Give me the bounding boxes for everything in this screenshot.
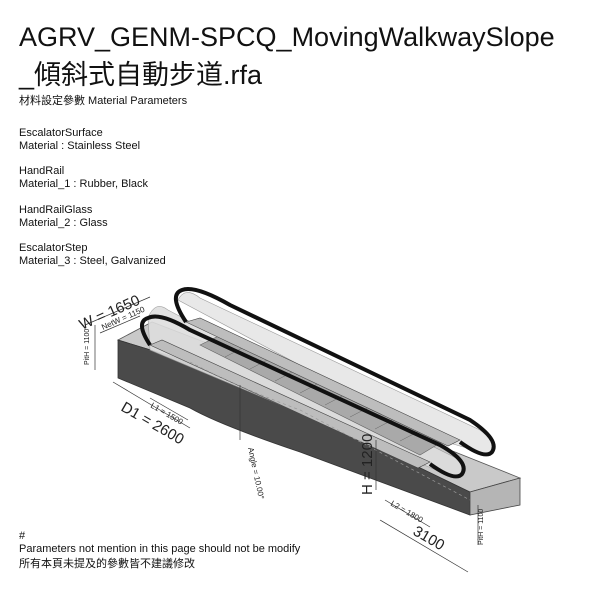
dim-height: H = 1200 (359, 434, 376, 495)
body-end-face (469, 477, 521, 516)
dim-d2: 3100 (410, 523, 447, 554)
param-material: Material : Stainless Steel (19, 140, 141, 152)
deck-strip-front (149, 339, 431, 469)
dim-pit-height-left: PitH = 1100 (84, 329, 91, 365)
subtitle: 材料設定參數 Material Parameters (19, 95, 188, 107)
dim-angle: Angle = 10.00° (246, 447, 266, 501)
footer-note-en: Parameters not mention in this page shou… (19, 543, 301, 555)
handrail-front (140, 314, 466, 479)
footer-note-zh: 所有本頁未提及的參數皆不建議修改 (19, 558, 195, 570)
param-material: Material_2 : Glass (19, 217, 108, 229)
param-name: EscalatorStep (19, 242, 88, 254)
dim-pit-height-right: PitH = 1100 (478, 509, 485, 545)
param-material: Material_3 : Steel, Galvanized (19, 255, 166, 267)
param-name: HandRail (19, 165, 65, 177)
dim-l2: L2 = 1800 (389, 499, 425, 525)
family-title-line2: _傾斜式自動步道.rfa (19, 60, 263, 90)
handrail-back (174, 287, 496, 457)
param-name: EscalatorSurface (19, 127, 103, 139)
family-title-line1: AGRV_GENM-SPCQ_MovingWalkwaySlope (19, 22, 555, 52)
deck-strip-back (185, 317, 461, 447)
param-name: HandRailGlass (19, 204, 93, 216)
hidden-line (189, 361, 471, 501)
param-material: Material_1 : Rubber, Black (19, 178, 149, 190)
dimension-lines (84, 296, 479, 573)
footer-hash: # (19, 530, 26, 542)
